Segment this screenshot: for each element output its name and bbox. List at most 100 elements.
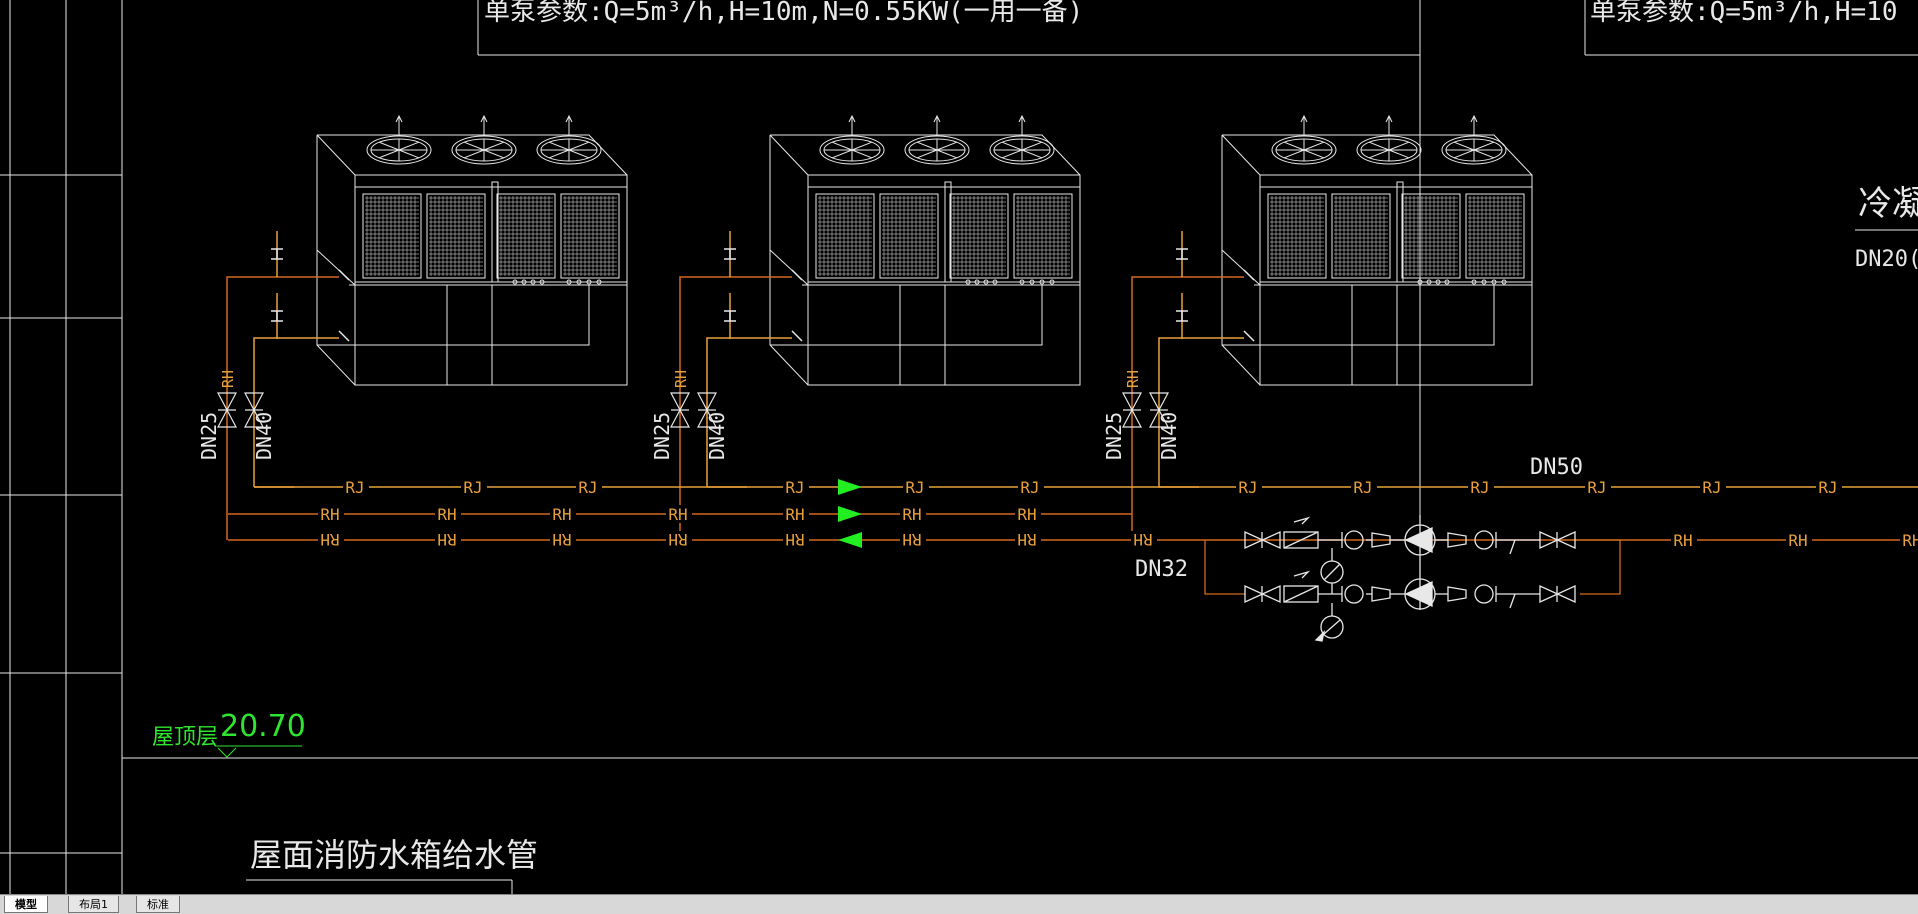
pipe-label-gap	[783, 531, 809, 549]
pipe-label: RH	[1788, 531, 1807, 550]
pipe-label: RJ	[1587, 478, 1606, 497]
pipe-label: RH	[552, 530, 571, 549]
pipe-label: RJ	[905, 478, 924, 497]
coil-panel	[949, 193, 1009, 279]
pipe-label-gap	[1236, 478, 1262, 496]
pipe-label-gap	[1351, 478, 1377, 496]
riser-rh-label: RH	[1124, 370, 1142, 388]
pipe-label: RH	[320, 505, 339, 524]
flow-arrow-rh-upper	[838, 506, 862, 522]
pump-param-right: 单泵参数:Q=5m³/h,H=10	[1590, 0, 1898, 27]
tab-model[interactable]: 模型	[4, 896, 48, 913]
condenser-unit-2	[769, 114, 1081, 386]
pipe-label: RJ	[1702, 478, 1721, 497]
pipe-label: RJ	[1353, 478, 1372, 497]
pipe-label-gap	[783, 478, 809, 496]
tab-layout1[interactable]: 布局1	[68, 896, 119, 913]
coil-panel	[560, 193, 620, 279]
unit-piping-3	[1122, 231, 1255, 540]
pipe-label: RJ	[1238, 478, 1257, 497]
condenser-unit-1	[316, 114, 628, 386]
pipe-label-gap	[666, 505, 692, 523]
pipe-label: RH	[1673, 531, 1692, 550]
pipe-label: RJ	[463, 478, 482, 497]
coil-panel	[362, 193, 422, 279]
pipe-label: RJ	[1470, 478, 1489, 497]
pipe-label-gap	[550, 505, 576, 523]
pipe-label: RH	[320, 530, 339, 549]
fan-icon	[819, 114, 885, 165]
pipe-label: RH	[437, 530, 456, 549]
riser-rh-label: RH	[219, 370, 237, 388]
pump-row-1	[1244, 516, 1576, 556]
fan-icon	[1441, 114, 1507, 165]
section-title: 屋面消防水箱给水管	[250, 836, 538, 874]
coil-panel	[426, 193, 486, 279]
pipe-label: RH	[1017, 530, 1036, 549]
condenser-size: DN20(	[1855, 247, 1918, 272]
fan-icon	[1271, 114, 1337, 165]
pipe-label-gap	[435, 505, 461, 523]
coil-panel	[1465, 193, 1525, 279]
flow-arrow-rh-lower	[838, 532, 862, 548]
layout-tab-bar: 模型 布局1 标准	[0, 894, 1918, 914]
note-box-right	[1584, 0, 1918, 56]
pipe-label-gap	[1816, 478, 1842, 496]
tab-standard[interactable]: 标准	[136, 896, 180, 913]
fan-icon	[904, 114, 970, 165]
coil-panel	[815, 193, 875, 279]
title-block-frame	[0, 0, 123, 894]
dn40-label: DN40	[705, 412, 729, 460]
pipe-label-gap	[576, 478, 602, 496]
unit-piping-2	[670, 231, 803, 540]
pipe-label-gap	[1131, 531, 1157, 549]
pipe-label: RH	[668, 530, 687, 549]
gauge-bottom	[1314, 603, 1344, 642]
dn50-label: DN50	[1530, 455, 1583, 480]
elevation-marker	[217, 747, 237, 758]
pipe-label-gap	[1015, 531, 1041, 549]
pipe-label-gap	[900, 531, 926, 549]
coil-panel	[1267, 193, 1327, 279]
fan-icon	[989, 114, 1055, 165]
pipe-label: RJ	[345, 478, 364, 497]
pipe-label: RH	[1902, 531, 1918, 550]
unit-piping-1	[217, 231, 350, 540]
pipe-label: RH	[902, 505, 921, 524]
pipe-label-gap	[783, 505, 809, 523]
pump-param-left: 单泵参数:Q=5m³/h,H=10m,N=0.55KW(一用一备)	[484, 0, 1083, 27]
pipe-label-gap	[1015, 505, 1041, 523]
roof-level-label: 屋顶层	[152, 725, 218, 750]
note-box-left	[477, 0, 1421, 515]
pipe-label: RJ	[1020, 478, 1039, 497]
dn40-label: DN40	[252, 412, 276, 460]
pipe-label: RJ	[578, 478, 597, 497]
pipe-label-gap	[1018, 478, 1044, 496]
pipe-label-gap	[900, 505, 926, 523]
gauge-middle	[1320, 548, 1344, 594]
pipe-label: RH	[902, 530, 921, 549]
pipe-label-gap	[435, 531, 461, 549]
fan-icon	[451, 114, 517, 165]
coil-panel	[1331, 193, 1391, 279]
pipe-label-gap	[1468, 478, 1494, 496]
coil-panel	[879, 193, 939, 279]
pipe-label-gap	[903, 478, 929, 496]
cad-model-space[interactable]: 单泵参数:Q=5m³/h,H=10m,N=0.55KW(一用一备) 单泵参数:Q…	[0, 0, 1918, 894]
dn32-label: DN32	[1135, 557, 1188, 582]
coil-panel	[1013, 193, 1073, 279]
pipe-label: RJ	[785, 478, 804, 497]
coil-panel	[1401, 193, 1461, 279]
flow-arrow-rj	[838, 479, 862, 495]
coil-panel	[496, 193, 556, 279]
pipe-label: RH	[785, 530, 804, 549]
pipe-label-gap	[666, 531, 692, 549]
pipe-label-gap	[318, 505, 344, 523]
condenser-unit-3	[1221, 114, 1533, 386]
fan-icon	[536, 114, 602, 165]
pipe-label: RJ	[1818, 478, 1837, 497]
dn25-label: DN25	[197, 412, 221, 460]
dn25-label: DN25	[650, 412, 674, 460]
pipe-label-gap	[1700, 478, 1726, 496]
pipe-label-gap	[1585, 478, 1611, 496]
